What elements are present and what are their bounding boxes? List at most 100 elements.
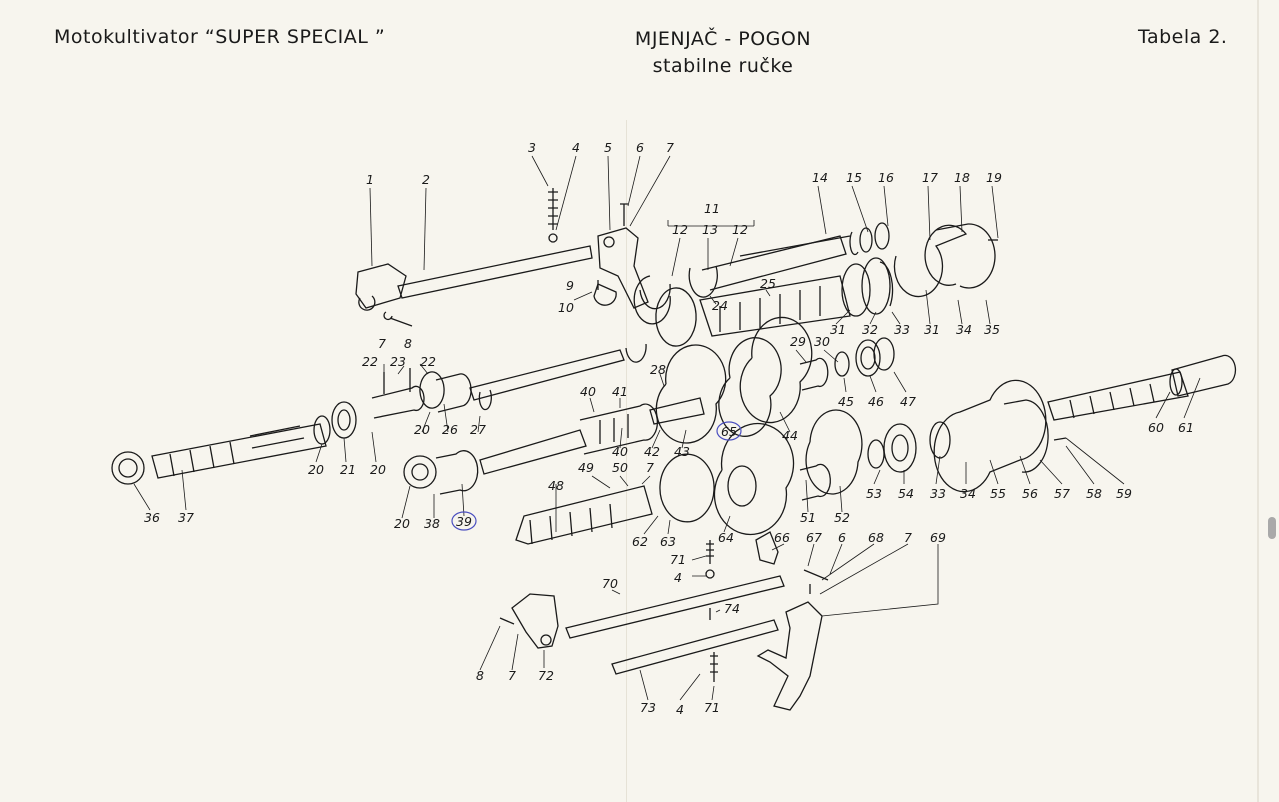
- header-title-line2: stabilne ručke: [652, 55, 794, 77]
- scrollbar-track[interactable]: [1265, 0, 1279, 802]
- part-label-58: 58: [1086, 486, 1102, 501]
- part-label-41: 41: [612, 384, 628, 399]
- right-output-shaft: [1047, 354, 1237, 441]
- part-label-47: 47: [900, 394, 916, 409]
- part-label-39: 39: [456, 514, 472, 529]
- part-label-40-2: 40: [612, 444, 628, 459]
- part-label-23: 23: [390, 354, 406, 369]
- part-label-62: 62: [632, 534, 648, 549]
- part-label-67: 67: [806, 530, 822, 545]
- part-label-71: 71: [670, 552, 686, 567]
- part-label-10: 10: [558, 300, 574, 315]
- header-title-line1: MJENJAČ - POGON: [634, 28, 812, 50]
- header-table-number: Tabela 2.: [1138, 26, 1228, 48]
- leader-lines: [133, 155, 1201, 701]
- part-label-25: 25: [760, 276, 776, 291]
- page-fold-line: [626, 120, 627, 802]
- part-label-38: 38: [424, 516, 440, 531]
- part-label-27: 27: [470, 422, 486, 437]
- pen-circle-65: [716, 421, 742, 441]
- lower-left-shaft: [111, 401, 357, 485]
- part-label-55: 55: [990, 486, 1006, 501]
- part-label-22-2: 22: [420, 354, 436, 369]
- part-label-35: 35: [984, 322, 1000, 337]
- part-label-22: 22: [362, 354, 378, 369]
- part-label-56: 56: [1022, 486, 1038, 501]
- part-label-53: 53: [866, 486, 882, 501]
- part-label-3: 3: [528, 140, 536, 155]
- part-label-52: 52: [834, 510, 850, 525]
- scrollbar-thumb[interactable]: [1268, 517, 1276, 539]
- part-label-48: 48: [548, 478, 564, 493]
- part-label-46: 46: [868, 394, 884, 409]
- part-label-28: 28: [650, 362, 666, 377]
- part-label-51: 51: [800, 510, 816, 525]
- part-label-65: 65: [721, 424, 737, 439]
- part-label-34: 34: [956, 322, 972, 337]
- part-label-6-2: 6: [838, 530, 846, 545]
- part-label-74: 74: [724, 601, 740, 616]
- part-label-32: 32: [862, 322, 878, 337]
- part-label-7-3: 7: [646, 460, 654, 475]
- part-label-50: 50: [612, 460, 628, 475]
- part-label-36: 36: [144, 510, 160, 525]
- part-label-60: 60: [1148, 420, 1164, 435]
- part-label-30: 30: [814, 334, 830, 349]
- part-label-37: 37: [178, 510, 194, 525]
- page-edge: [1257, 0, 1259, 802]
- part-label-15: 15: [846, 170, 862, 185]
- part-label-5: 5: [604, 140, 612, 155]
- part-label-54: 54: [898, 486, 914, 501]
- part-label-20: 20: [308, 462, 324, 477]
- part-label-1: 1: [366, 172, 374, 187]
- part-label-8-2: 8: [476, 668, 484, 683]
- part-label-31: 31: [830, 322, 846, 337]
- pen-circle-39: [451, 511, 477, 531]
- middle-gear-shaft: [403, 316, 895, 495]
- part-label-20-4: 20: [394, 516, 410, 531]
- part-label-26: 26: [442, 422, 458, 437]
- part-label-73: 73: [640, 700, 656, 715]
- part-label-72: 72: [538, 668, 554, 683]
- part-label-43: 43: [674, 444, 690, 459]
- part-label-66: 66: [774, 530, 790, 545]
- part-label-19: 19: [986, 170, 1002, 185]
- part-label-4: 4: [572, 140, 580, 155]
- part-label-13: 13: [702, 222, 718, 237]
- part-label-71-2: 71: [704, 700, 720, 715]
- upper-selector-shaft: [355, 188, 649, 327]
- part-label-29: 29: [790, 334, 806, 349]
- part-label-16: 16: [878, 170, 894, 185]
- large-spline-shaft: [655, 257, 894, 347]
- long-middle-shaft: [371, 343, 647, 419]
- part-label-18: 18: [954, 170, 970, 185]
- part-label-20-3: 20: [414, 422, 430, 437]
- part-label-59: 59: [1116, 486, 1132, 501]
- part-label-2: 2: [422, 172, 430, 187]
- part-label-7-5: 7: [508, 668, 516, 683]
- part-label-12-2: 12: [732, 222, 748, 237]
- part-label-7-2: 7: [378, 336, 386, 351]
- part-label-57: 57: [1054, 486, 1070, 501]
- part-label-64: 64: [718, 530, 734, 545]
- part-label-14: 14: [812, 170, 828, 185]
- part-label-4-3: 4: [676, 702, 684, 717]
- part-label-34-2: 34: [960, 486, 976, 501]
- upper-main-shaft: [633, 222, 998, 325]
- part-label-7: 7: [666, 140, 674, 155]
- part-label-4-2: 4: [674, 570, 682, 585]
- part-label-44: 44: [782, 428, 798, 443]
- part-label-6: 6: [636, 140, 644, 155]
- part-label-9: 9: [566, 278, 574, 293]
- part-label-49: 49: [578, 460, 594, 475]
- part-label-69: 69: [930, 530, 946, 545]
- header-model-title: Motokultivator “SUPER SPECIAL ”: [54, 26, 386, 48]
- part-label-42: 42: [644, 444, 660, 459]
- part-label-33: 33: [894, 322, 910, 337]
- lower-gear-shaft: [515, 379, 1049, 545]
- part-label-17: 17: [922, 170, 938, 185]
- part-label-33-2: 33: [930, 486, 946, 501]
